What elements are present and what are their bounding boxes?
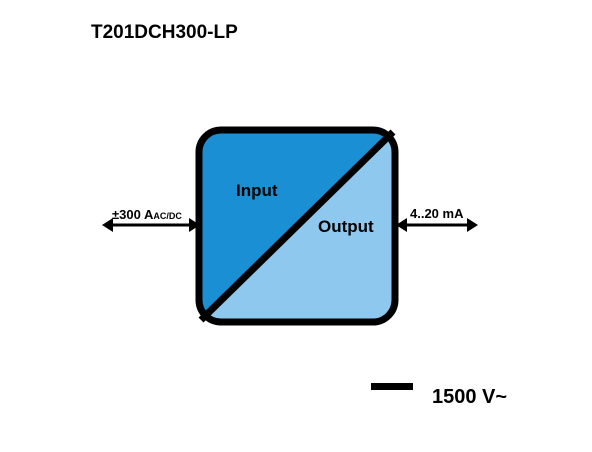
output-range-label: 4..20 mA — [410, 206, 464, 221]
input-double-arrow — [102, 218, 200, 232]
input-box-label: Input — [236, 181, 278, 200]
converter-box — [195, 126, 399, 326]
product-title: T201DCH300-LP — [91, 22, 238, 43]
input-range-main: ±300 A — [112, 207, 154, 222]
diagonal-divider — [198, 129, 396, 323]
isolation-voltage-label: 1500 V~ — [432, 386, 508, 408]
output-box-label: Output — [318, 217, 374, 236]
isolation-bar-icon — [371, 383, 413, 390]
input-range-label: ±300 AAC/DC — [112, 207, 182, 222]
input-range-sub: AC/DC — [153, 211, 182, 221]
output-double-arrow — [396, 218, 478, 232]
